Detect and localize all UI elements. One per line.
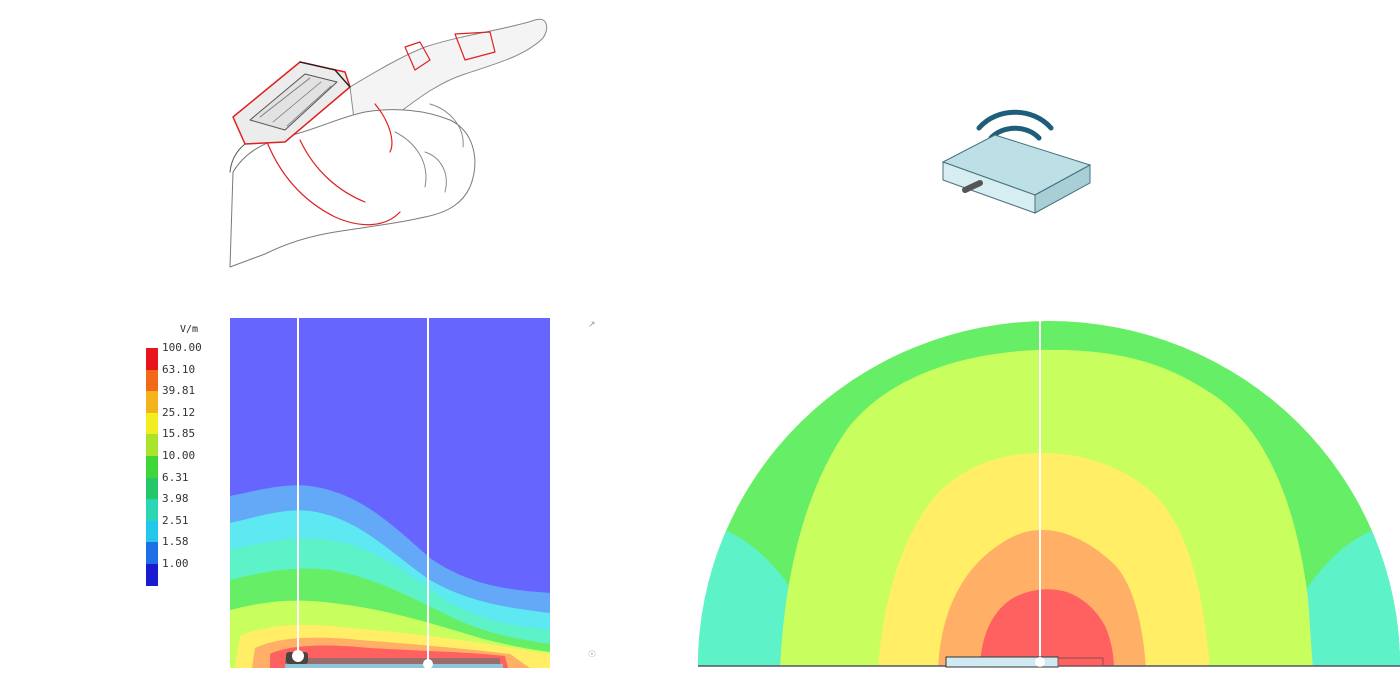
field-map-hand bbox=[230, 318, 550, 668]
device-base bbox=[285, 664, 503, 668]
legend-label: 2.51 bbox=[162, 513, 189, 527]
legend-swatch bbox=[146, 520, 158, 543]
legend-swatch bbox=[146, 499, 158, 521]
legend-swatch bbox=[146, 369, 158, 392]
wifi-signal-icon bbox=[976, 109, 1054, 141]
contour-red bbox=[980, 589, 1114, 666]
legend-swatch bbox=[146, 456, 158, 478]
legend-label: 39.81 bbox=[162, 384, 196, 398]
legend-label: 63.10 bbox=[162, 362, 196, 376]
probe-point-left bbox=[292, 650, 304, 662]
legend-label: 6.31 bbox=[162, 470, 189, 484]
legend-label: 25.12 bbox=[162, 405, 196, 419]
hand-pointing-icon bbox=[229, 18, 548, 268]
legend-label: 15.85 bbox=[162, 427, 196, 441]
legend-swatch bbox=[146, 434, 158, 456]
hand-wearable-illustration bbox=[229, 18, 548, 268]
device-connector bbox=[962, 180, 983, 193]
legend-label: 1.00 bbox=[162, 557, 189, 570]
legend-swatch bbox=[146, 412, 158, 435]
legend-label: 10.00 bbox=[162, 449, 196, 462]
wifi-device-icon bbox=[941, 109, 1092, 214]
legend-unit: V/m bbox=[180, 324, 199, 335]
color-legend: V/m 100.00 63.10 39.81 25.12 15.85 10.00 6.31 3… bbox=[140, 320, 220, 586]
device-cross-section bbox=[285, 658, 500, 666]
legend-swatch bbox=[146, 348, 158, 370]
legend-swatch bbox=[146, 542, 158, 564]
legend-swatch bbox=[146, 564, 158, 586]
legend-swatch bbox=[146, 391, 158, 413]
legend-swatch bbox=[146, 477, 158, 500]
field-map-device bbox=[698, 318, 1400, 668]
contour-aqua bbox=[698, 523, 1400, 666]
corner-mark-top: ↗ bbox=[588, 320, 596, 330]
probe-point-right bbox=[423, 659, 433, 668]
legend-label: 100.00 bbox=[162, 341, 202, 354]
probe-point-center bbox=[1035, 657, 1045, 667]
legend-label: 3.98 bbox=[162, 492, 189, 506]
device-box bbox=[941, 134, 1092, 214]
legend-label: 1.58 bbox=[162, 535, 189, 549]
corner-mark-bottom: ☉ bbox=[588, 650, 597, 660]
device-connector-outline bbox=[1057, 657, 1104, 667]
